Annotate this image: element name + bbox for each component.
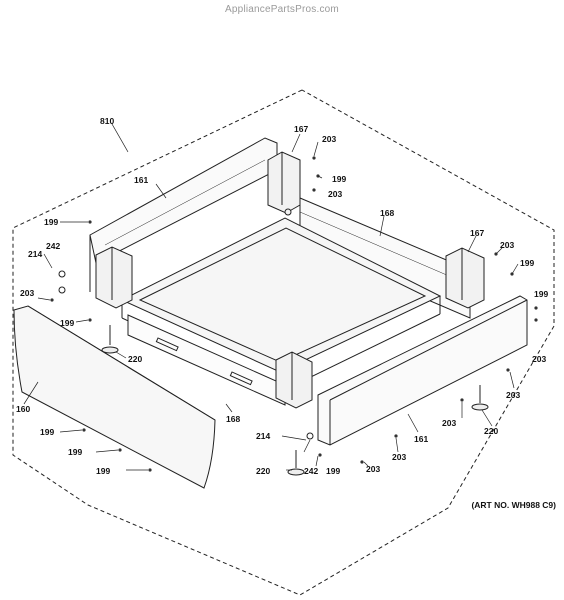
label-242-b: 242 [304, 466, 318, 476]
label-161-a: 161 [134, 175, 148, 185]
corner-bracket-front [275, 351, 313, 409]
label-203-d: 203 [532, 354, 546, 364]
label-203-g: 203 [442, 418, 456, 428]
label-214-b: 214 [256, 431, 270, 441]
label-168-b: 168 [226, 414, 240, 424]
label-203-c: 203 [500, 240, 514, 250]
corner-bracket-left [95, 246, 133, 309]
label-199-i: 199 [96, 466, 110, 476]
leveling-leg-front [287, 450, 305, 476]
label-167-b: 167 [470, 228, 484, 238]
leader-lines [23, 123, 519, 471]
label-199-e: 199 [60, 318, 74, 328]
label-203-f: 203 [506, 390, 520, 400]
label-203-i: 203 [366, 464, 380, 474]
label-214-a: 214 [28, 249, 42, 259]
leveling-leg-right [471, 385, 489, 411]
corner-bracket-right [445, 247, 485, 309]
label-161-b: 161 [414, 434, 428, 444]
label-810: 810 [100, 116, 114, 126]
callout-labels: 810 161 167 203 199 203 168 167 203 199 … [16, 116, 548, 476]
label-199-g: 199 [40, 427, 54, 437]
label-160: 160 [16, 404, 30, 414]
side-panel-front-right [317, 295, 528, 446]
corner-bracket-back [267, 151, 301, 216]
art-number: (ART NO. WH988 C9) [471, 500, 556, 510]
label-199-h: 199 [68, 447, 82, 457]
label-203-b: 203 [328, 189, 342, 199]
label-220-c: 220 [256, 466, 270, 476]
hardware-screws [50, 156, 538, 472]
label-199-a: 199 [332, 174, 346, 184]
label-199-f: 199 [326, 466, 340, 476]
label-203-h: 203 [392, 452, 406, 462]
label-199-b: 199 [520, 258, 534, 268]
label-220-a: 220 [128, 354, 142, 364]
label-242-a: 242 [46, 241, 60, 251]
label-168-a: 168 [380, 208, 394, 218]
label-167-a: 167 [294, 124, 308, 134]
label-203-e: 203 [20, 288, 34, 298]
washer-242 [58, 270, 314, 440]
assembly-boundary [12, 89, 555, 596]
label-199-c: 199 [534, 289, 548, 299]
site-watermark: AppliancePartsPros.com [225, 4, 339, 15]
label-199-d: 199 [44, 217, 58, 227]
front-rail [127, 314, 286, 406]
label-220-b: 220 [484, 426, 498, 436]
leveling-leg-left [101, 325, 119, 354]
label-203-a: 203 [322, 134, 336, 144]
front-drawer-panel [13, 305, 216, 489]
